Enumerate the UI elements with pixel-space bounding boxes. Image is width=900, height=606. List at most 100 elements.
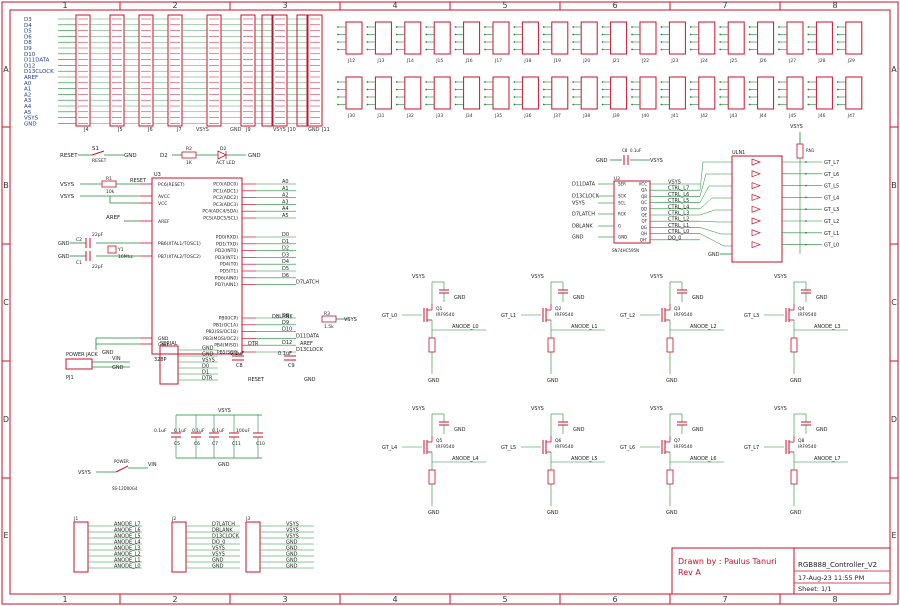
- mosfet-part: IRF9540: [436, 444, 455, 450]
- junction: [748, 33, 751, 36]
- junction: [778, 103, 780, 106]
- drawn-by: Drawn by : Paulus Tanuri: [678, 557, 777, 566]
- header-signal-label: A5: [24, 110, 32, 116]
- junction: [689, 103, 692, 106]
- connector: [639, 21, 657, 55]
- crystal-ref: Y1: [117, 247, 124, 253]
- header-signal-label: A0: [24, 81, 32, 87]
- driver-gate: [751, 241, 761, 249]
- cap-value: 0.1uF: [174, 428, 187, 434]
- net-label: GT_L5: [501, 445, 516, 451]
- mcu-pin: PC6(RESET): [158, 182, 185, 188]
- junction: [484, 103, 486, 106]
- cap-value: 22pF: [92, 264, 104, 270]
- net-label: D0: [282, 232, 289, 238]
- net-label: D6: [282, 273, 289, 279]
- junction: [513, 33, 516, 36]
- junction: [454, 33, 457, 36]
- junction: [631, 33, 633, 36]
- junction: [337, 81, 339, 83]
- shift-pin: QF: [642, 219, 648, 224]
- crystal-value: 16Mhz: [118, 254, 133, 260]
- connector: [463, 21, 481, 55]
- net-label: VSYS: [668, 180, 681, 186]
- header-ref: J10: [287, 127, 296, 133]
- net-label: GND: [212, 564, 224, 570]
- net-label: GND: [790, 510, 802, 516]
- connector-ref: J44: [759, 113, 767, 119]
- mcu-pin: PD2(INT0): [215, 248, 238, 254]
- junction: [454, 88, 457, 91]
- junction: [836, 48, 839, 51]
- net-label: AREF: [106, 215, 120, 221]
- junction: [631, 103, 633, 106]
- junction: [778, 96, 780, 98]
- junction: [572, 41, 575, 43]
- row-label: D: [891, 415, 897, 424]
- net-label: ANODE_L3: [114, 546, 141, 552]
- header-signal-label: D3: [24, 17, 32, 23]
- net-label: GT_L4: [824, 195, 839, 201]
- shift-pin: G: [618, 224, 621, 229]
- net-label: ANODE_L5: [571, 456, 598, 462]
- junction: [366, 33, 369, 36]
- mcu-pin: PB5(SCK): [217, 350, 238, 356]
- junction: [542, 48, 545, 51]
- connector-ref: J27: [788, 58, 796, 64]
- net-label: D3: [282, 252, 289, 258]
- connector-ref: J25: [729, 58, 737, 64]
- junction: [689, 88, 692, 91]
- junction: [337, 96, 339, 98]
- net-label: A5: [282, 213, 289, 219]
- net-label: GND: [573, 427, 585, 433]
- cap-ref: C9: [288, 363, 295, 369]
- header-signal-label: AREF: [24, 75, 38, 81]
- shift-pin: QD: [641, 206, 647, 211]
- junction: [513, 88, 516, 91]
- reset-switch: RESET S1 RESET GND: [60, 146, 137, 164]
- net-label: DTR: [248, 341, 259, 347]
- mcu-pin: PB6(XTAL1/TOSC1): [158, 241, 201, 247]
- net-label: RESET: [60, 153, 78, 159]
- net-label: GND: [454, 295, 466, 301]
- header-block: [261, 14, 273, 127]
- net-label: D11DATA: [572, 182, 596, 188]
- col-label: 6: [612, 1, 617, 10]
- net-label: GND: [112, 365, 124, 371]
- shift-pin: QG: [641, 225, 647, 230]
- connector: [492, 76, 510, 110]
- junction: [572, 96, 575, 98]
- cap-ref: C6: [194, 441, 200, 447]
- junction: [807, 81, 810, 83]
- resistor-value: 1.5k: [324, 324, 334, 330]
- col-label: 7: [722, 595, 727, 604]
- net-label: D7LATCH: [212, 522, 235, 528]
- connector-ref: J39: [612, 113, 620, 119]
- net-label: GND: [212, 558, 224, 564]
- net-label: A1: [282, 186, 289, 192]
- junction: [337, 41, 339, 43]
- cap-value: 100uF: [236, 428, 250, 434]
- mcu-pin: PC1(ADC1): [213, 188, 238, 194]
- mosfet-ref: Q8: [798, 438, 805, 444]
- resistor-ref: R1: [106, 176, 112, 182]
- row-label: C: [891, 298, 897, 307]
- driver-gate: [751, 217, 761, 225]
- net-label: VSYS: [286, 534, 299, 540]
- net-label: GT_L2: [620, 313, 635, 319]
- junction: [454, 103, 457, 106]
- mcu-pin: PD5(T1): [220, 269, 238, 275]
- mcu-pin: PC0(ADC0): [213, 182, 238, 188]
- net-label: D2: [160, 153, 168, 159]
- net-label: GND: [124, 153, 137, 159]
- shift-pin: VCC: [639, 182, 648, 187]
- junction: [778, 26, 780, 28]
- mcu-pin: AVCC: [158, 194, 170, 200]
- connector: [345, 76, 363, 110]
- connector-ref: J16: [465, 58, 473, 64]
- junction: [719, 81, 722, 83]
- net-label: GT_L6: [824, 172, 839, 178]
- net-label: GT_L6: [620, 445, 635, 451]
